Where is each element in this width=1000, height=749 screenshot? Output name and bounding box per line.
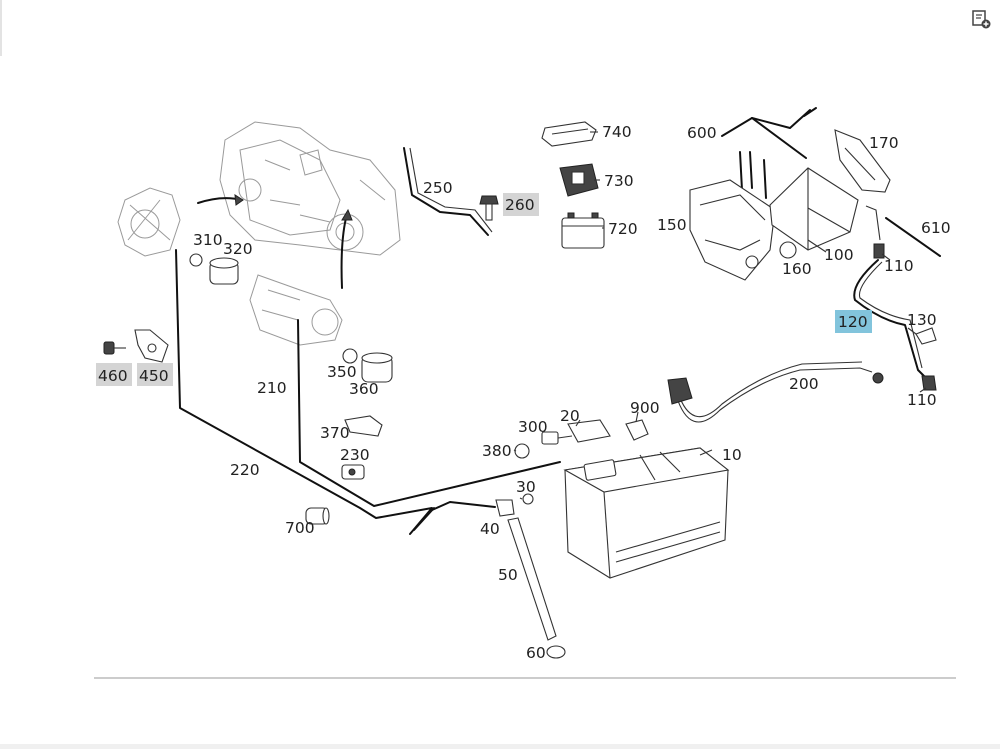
part-200-ring-terminal: [872, 372, 884, 384]
part-160-grommet: [779, 241, 797, 259]
highlight-460: [96, 363, 132, 386]
callout-610[interactable]: 610: [921, 219, 951, 237]
callout-170[interactable]: 170: [869, 134, 899, 152]
part-730-relay: [559, 163, 599, 197]
highlight-120: [835, 310, 872, 333]
add-to-list-icon[interactable]: [970, 8, 992, 30]
callout-150[interactable]: 150: [657, 216, 687, 234]
callout-60[interactable]: 60: [526, 644, 546, 662]
part-120-cable: [853, 259, 927, 379]
callout-130[interactable]: 130: [907, 311, 937, 329]
callout-450[interactable]: 450: [139, 367, 169, 385]
part-740-fuse-holder: [541, 121, 597, 147]
callout-360[interactable]: 360: [349, 380, 379, 398]
engine-drawing: [219, 121, 401, 256]
highlight-260: [503, 193, 539, 216]
callout-900[interactable]: 900: [630, 399, 660, 417]
line-610: [885, 217, 941, 257]
part-60-cap: [546, 645, 566, 659]
callout-10[interactable]: 10: [722, 446, 742, 464]
arrow-head-1: [234, 194, 244, 206]
callout-30[interactable]: 30: [516, 478, 536, 496]
part-260-bolt: [479, 195, 499, 221]
highlight-450: [137, 363, 173, 386]
part-200-cable: [675, 367, 873, 423]
part-150-tray: [689, 179, 776, 281]
bottom-scroll-band: [0, 744, 1000, 749]
callout-40[interactable]: 40: [480, 520, 500, 538]
part-50-vent-hose: [507, 517, 557, 641]
callout-220[interactable]: 220: [230, 461, 260, 479]
callout-460[interactable]: 460: [98, 367, 128, 385]
part-300-bolt: [541, 431, 573, 445]
part-370-bracket: [344, 415, 383, 437]
part-170-holder: [834, 129, 891, 193]
callout-380[interactable]: 380: [482, 442, 512, 460]
part-320-bushing: [209, 257, 239, 285]
part-310-nut: [189, 253, 203, 267]
callout-160[interactable]: 160: [782, 260, 812, 278]
part-450-bracket: [134, 329, 169, 363]
part-720-battery-small: [561, 212, 605, 249]
callout-50[interactable]: 50: [498, 566, 518, 584]
callout-labels[interactable]: 10 20 30 40 50 60 100 110 110 120 130 15…: [98, 123, 951, 662]
part-130-grommet: [915, 327, 937, 345]
part-100-cover: [769, 167, 859, 251]
callout-250[interactable]: 250: [423, 179, 453, 197]
part-110-terminal-upper: [873, 243, 885, 259]
part-30-washer: [522, 493, 534, 505]
assembly-600-lines: [721, 107, 817, 199]
main-harness-lines: [175, 249, 561, 535]
callout-700[interactable]: 700: [285, 519, 315, 537]
callout-300[interactable]: 300: [518, 418, 548, 436]
callout-230[interactable]: 230: [340, 446, 370, 464]
callout-720[interactable]: 720: [608, 220, 638, 238]
part-900-clip: [625, 419, 649, 441]
callout-110-upper[interactable]: 110: [884, 257, 914, 275]
part-360-bushing: [361, 352, 393, 383]
callout-100[interactable]: 100: [824, 246, 854, 264]
callout-260[interactable]: 260: [505, 196, 535, 214]
alternator-drawing: [117, 187, 181, 257]
callout-20[interactable]: 20: [560, 407, 580, 425]
part-250-cable: [403, 147, 489, 236]
line-100-110: [865, 205, 881, 241]
left-frame-edge: [0, 0, 2, 56]
callout-350[interactable]: 350: [327, 363, 357, 381]
callout-310[interactable]: 310: [193, 231, 223, 249]
part-460-bolt: [103, 341, 126, 355]
callout-320[interactable]: 320: [223, 240, 253, 258]
callout-210[interactable]: 210: [257, 379, 287, 397]
part-700-sleeve: [305, 507, 330, 525]
callout-730[interactable]: 730: [604, 172, 634, 190]
part-40-elbow: [495, 499, 515, 517]
part-10-battery: [563, 447, 730, 579]
part-110-terminal-lower: [921, 375, 937, 391]
part-350-nut: [342, 348, 358, 364]
callout-740[interactable]: 740: [602, 123, 632, 141]
callout-120[interactable]: 120: [838, 313, 868, 331]
leader-lines: [513, 131, 927, 500]
callout-370[interactable]: 370: [320, 424, 350, 442]
callout-110-lower[interactable]: 110: [907, 391, 937, 409]
part-380-nut: [514, 443, 530, 459]
callout-200[interactable]: 200: [789, 375, 819, 393]
starter-motor-drawing: [249, 274, 343, 346]
part-200-connector: [667, 377, 693, 405]
part-20-pad: [567, 419, 611, 443]
callout-600[interactable]: 600: [687, 124, 717, 142]
arrow-head-2: [341, 208, 353, 221]
part-230-clip: [341, 464, 365, 480]
